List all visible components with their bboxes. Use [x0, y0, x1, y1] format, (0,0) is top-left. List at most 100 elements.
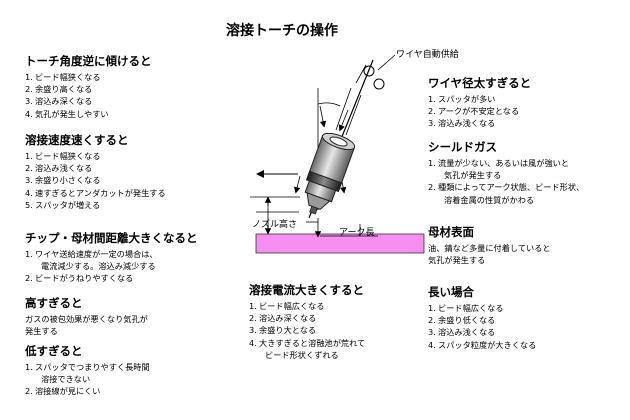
list-item-text: スパッタ粒度が大きくなる [438, 339, 537, 350]
list-item: 1.ビード幅狭くなる [25, 150, 166, 162]
section-text: 油、錆など多量に付着していると [428, 243, 551, 253]
list-item-number: 3. [249, 325, 257, 336]
list-item-number: 2. [25, 273, 33, 284]
list-item: 4.スパッタ粒度が大きくなる [428, 339, 536, 351]
list-item-number: 4. [25, 187, 33, 198]
list-item-text: スパッタが増える [35, 199, 101, 210]
list-item: 1.ワイヤ送給速度が一定の場合は、電流減少する。溶込み減少する [25, 248, 198, 272]
list-item: 5.スパッタが増える [25, 199, 166, 211]
list-item: 1.スパッタが多い [428, 93, 531, 105]
list-item-number: 1. [25, 72, 33, 82]
base-metal-plate [255, 233, 425, 254]
nozzle-height-label: ノズル高さ [252, 218, 297, 230]
list-item-text: ビード形状くずれる [265, 349, 339, 360]
list-item: 2.余盛り低くなる [428, 314, 536, 326]
page-title: 溶接トーチの操作 [226, 23, 338, 39]
list-item-text: 種類によってアーク状態、ビード形状、 [438, 182, 585, 193]
list-item: 3.余盛り小さくなる [25, 174, 166, 186]
list-item: 3.溶込み深くなる [25, 95, 152, 107]
list-item-number: 4. [249, 337, 257, 348]
list-item-text: 余盛り大となる [259, 325, 317, 336]
list-item-number: 1. [25, 362, 33, 372]
feed-roller-bottom [373, 78, 385, 90]
section-too-high: 高すぎるとガスの被包効果が悪くなり気孔が発生する [25, 296, 148, 337]
list-item-number: 2. [25, 386, 33, 397]
list-item-text: 電流減少する。溶込み減少する [41, 261, 156, 272]
list-item-text: 気孔が発生しやすい [35, 108, 109, 119]
list-item-text: アークが不安定となる [438, 106, 520, 117]
list-item-number: 2. [428, 106, 436, 117]
section-heading: トーチ角度逆に傾けると [25, 54, 152, 68]
list-item-number: 2. [25, 84, 33, 95]
list-item-text: 溶込み浅くなる [35, 163, 93, 174]
list-item-text: ビード幅広くなる [438, 303, 504, 313]
list-item-text: 溶着金属の性質がかわる [444, 194, 535, 205]
list-item-text: ビードがうねりやすくなる [35, 273, 134, 284]
list-item-number: 1. [428, 158, 436, 168]
list-item-number: 3. [25, 96, 33, 107]
list-item: 2.アークが不安定となる [428, 105, 531, 117]
list-item-number: 3. [428, 327, 436, 338]
list-item: 1.ビード幅広くなる [249, 300, 365, 312]
list-item-number: 3. [25, 175, 33, 186]
list-item-number: 4. [25, 108, 33, 119]
list-item: 2.余盛り高くなる [25, 83, 152, 95]
list-item: 3.余盛り大となる [249, 324, 365, 336]
list-item-text: ビード幅狭くなる [35, 151, 101, 161]
section-heading: 母材表面 [428, 225, 474, 239]
list-item: 3.溶込み浅くなる [428, 326, 536, 338]
section-heading: 低すぎると [25, 344, 83, 358]
list-item-number: 2. [249, 313, 257, 324]
list-item: 4.速すぎるとアンダカットが発生する [25, 187, 166, 199]
section-text: 発生する [25, 326, 58, 337]
list-item-number: 2. [25, 163, 33, 174]
wire-feed-label: ワイヤ自動供給 [396, 48, 459, 60]
section-heading: チップ・母材間距離大きくなると [25, 231, 198, 245]
list-item-text: 大きすぎると溶融池が荒れて [259, 337, 366, 348]
list-item-number: 1. [428, 94, 436, 104]
section-text: ガスの被包効果が悪くなり気孔が [25, 314, 148, 324]
torch-body [304, 132, 356, 215]
list-item: 4.大きすぎると溶融池が荒れてビード形状くずれる [249, 337, 365, 361]
list-item-text: 溶接線が見にくい [35, 386, 101, 397]
section-heading: ワイヤ径太すぎると [428, 76, 532, 90]
list-item-text: 余盛り低くなる [438, 315, 496, 326]
list-item: 2.溶接線が見にくい [25, 385, 150, 397]
list-item: 2.溶込み浅くなる [25, 162, 166, 174]
list-item-text: 流量が少ない、あるいは風が強いと [438, 158, 570, 168]
section-heading: シールドガス [428, 140, 497, 154]
section-heading: 溶接速度速くすると [25, 133, 129, 147]
list-item-text: 余盛り小さくなる [35, 175, 101, 186]
list-item-text: ビード幅広くなる [259, 301, 325, 311]
list-item-number: 5. [25, 199, 33, 210]
list-item-text: 溶込み深くなる [35, 96, 93, 107]
list-item-text: 余盛り高くなる [35, 84, 93, 95]
list-item-text: 溶接できない [41, 374, 91, 385]
list-item: 1.ビード幅狭くなる [25, 71, 152, 83]
section-tip-distance: チップ・母材間距離大きくなると 1.ワイヤ送給速度が一定の場合は、電流減少する。溶… [25, 231, 198, 285]
list-item: 1.スパッタでつまりやすく長時間溶接できない [25, 361, 150, 385]
section-heading: 高すぎると [25, 296, 83, 310]
section-base-surface: 母材表面油、錆など多量に付着していると気孔が発生する [428, 225, 551, 266]
list-item: 3.溶込み浅くなる [428, 117, 531, 129]
arc-length-label: アーク長 [339, 227, 374, 238]
list-item-text: 溶込み浅くなる [438, 118, 496, 129]
list-item-text: 溶込み深くなる [259, 313, 317, 324]
list-item-text: スパッタが多い [438, 94, 496, 104]
list-item-number: 1. [25, 151, 33, 161]
list-item-number: 2. [428, 182, 436, 193]
list-item-text: ワイヤ送給速度が一定の場合は、 [35, 249, 158, 259]
